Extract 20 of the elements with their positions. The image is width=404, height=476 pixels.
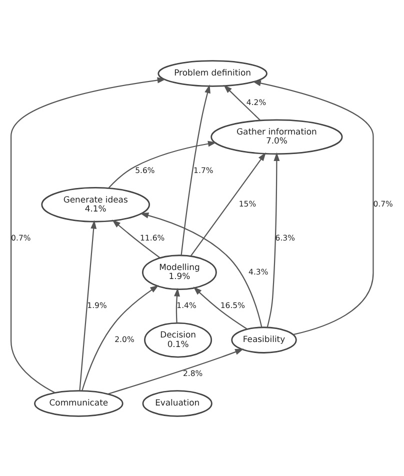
- arrow: [174, 287, 180, 322]
- arrow: [108, 348, 244, 394]
- node-ellipse: Modelling 1.9%: [142, 254, 217, 290]
- arrow: [252, 80, 374, 335]
- arrow: [266, 152, 280, 327]
- arrow: [190, 152, 266, 256]
- arrow: [180, 84, 210, 255]
- arrow: [10, 76, 166, 393]
- arrow: [140, 212, 262, 327]
- arrow: [82, 284, 159, 390]
- arrow: [224, 84, 261, 120]
- node-ellipse: Feasibility: [231, 326, 297, 353]
- node-ellipse: Communicate: [34, 390, 124, 416]
- arrow: [108, 140, 217, 188]
- arrow: [79, 220, 97, 390]
- arrow: [112, 219, 160, 258]
- node-ellipse: Gather information 7.0%: [210, 118, 343, 154]
- arrow: [193, 286, 248, 330]
- node-ellipse: Evaluation: [142, 390, 212, 416]
- node-ellipse: Decision 0.1%: [144, 322, 212, 358]
